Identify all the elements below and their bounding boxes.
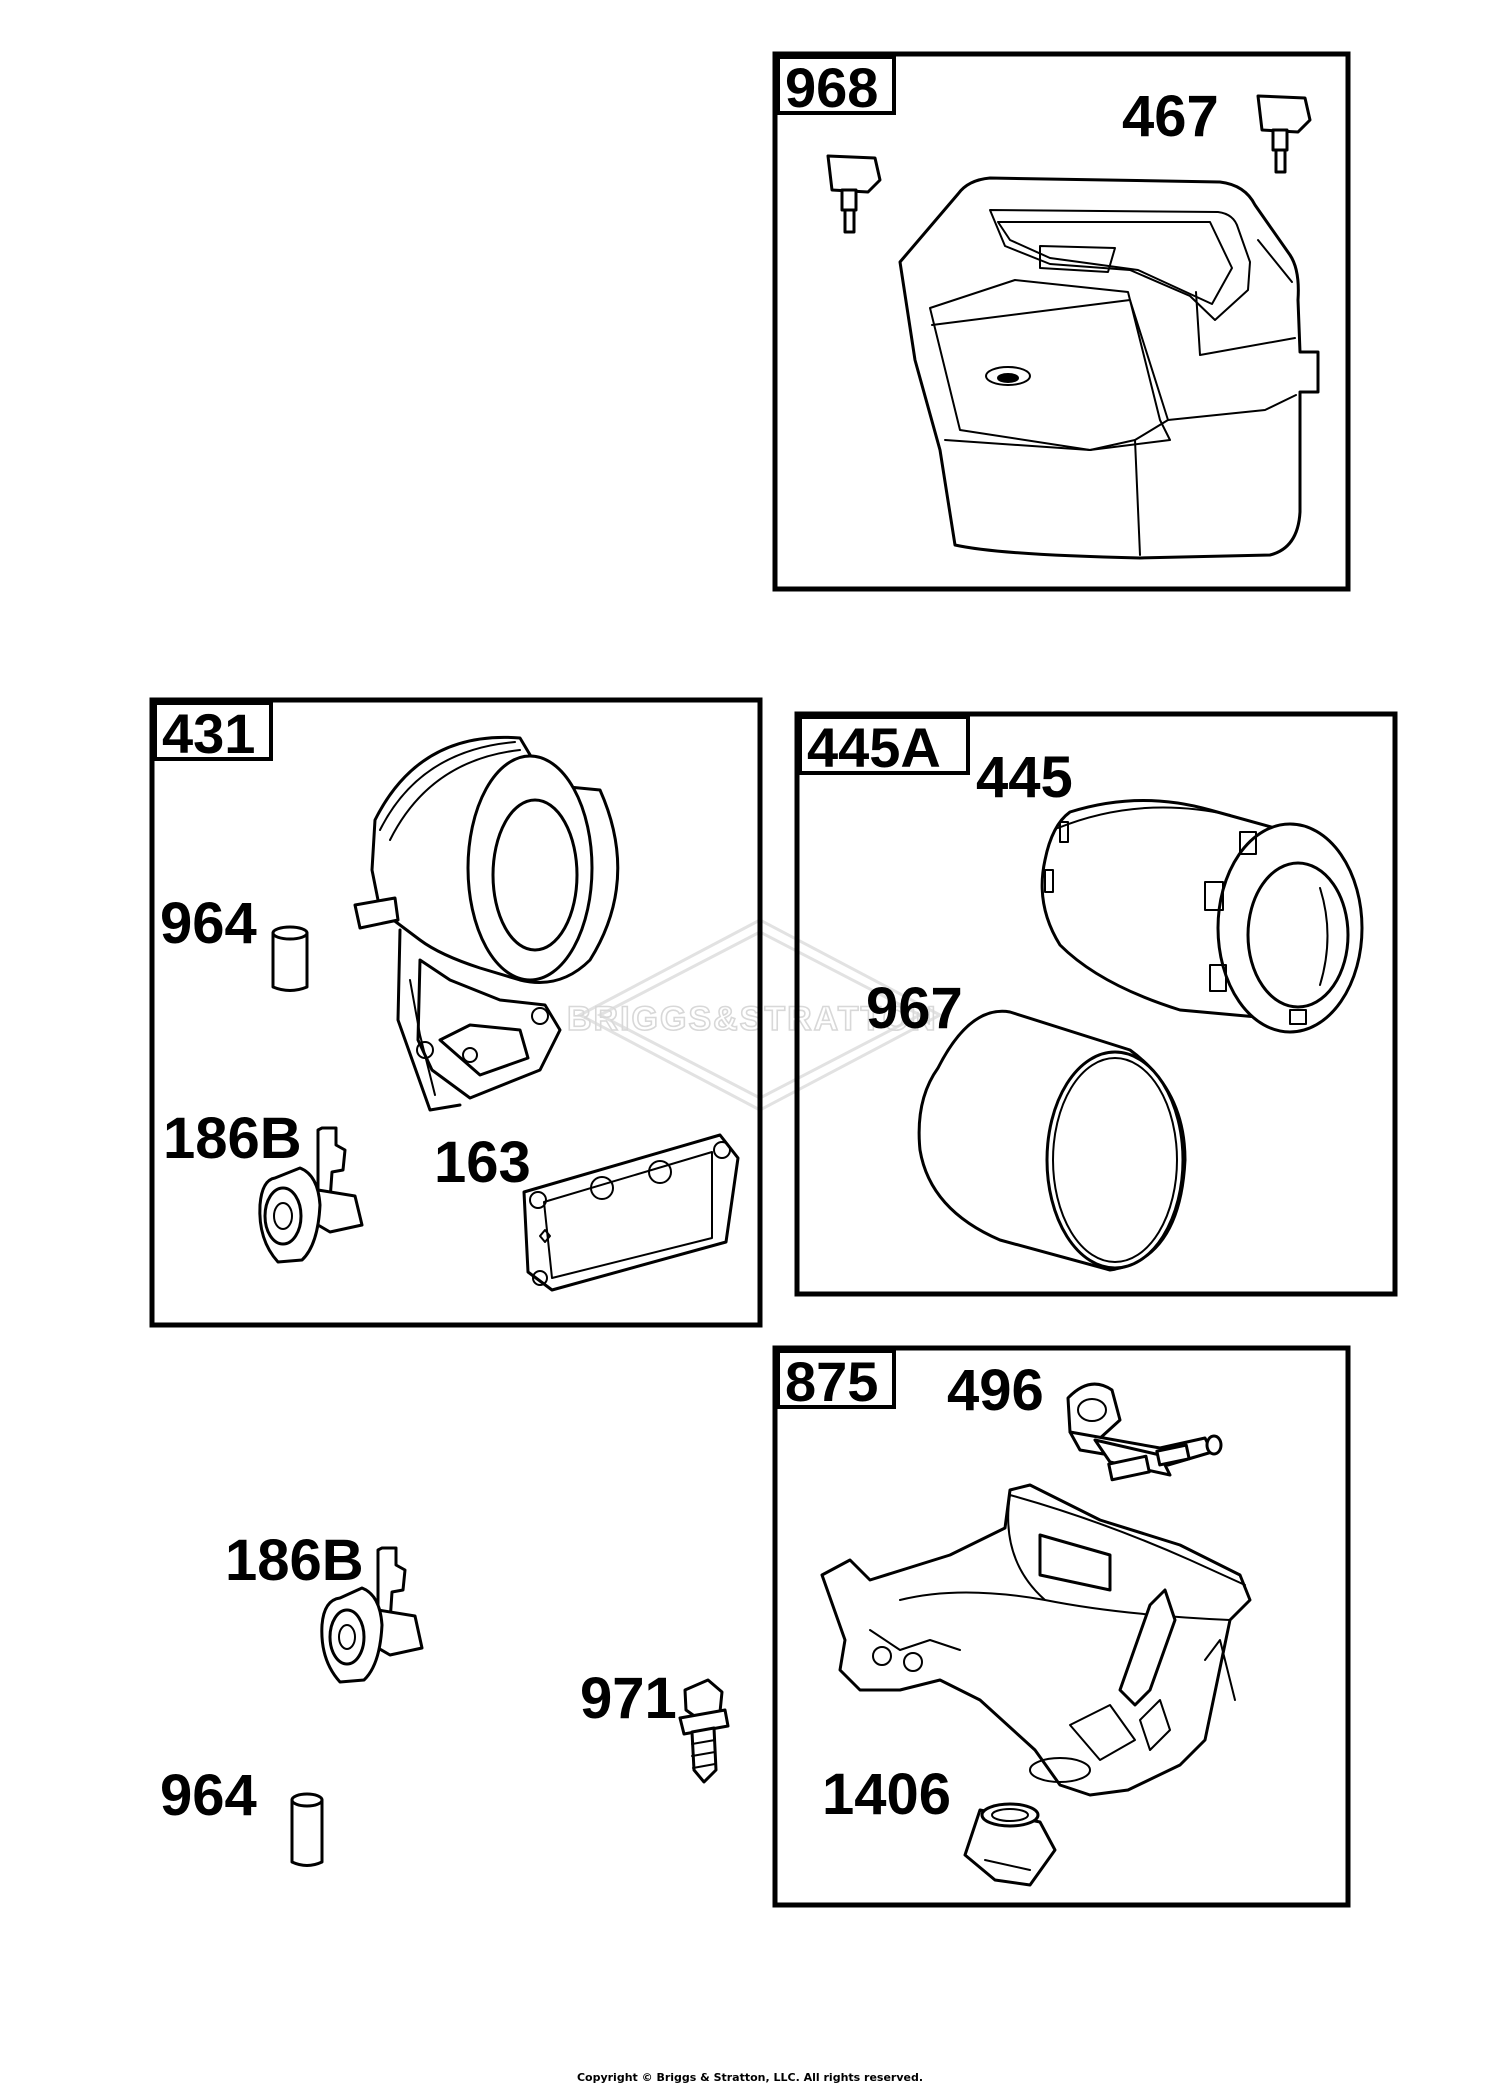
part-964-loose-label: 964 [160, 1763, 257, 1828]
group-968: 968 467 [772, 51, 1351, 592]
group-445a-box [794, 711, 1398, 1297]
copyright-notice: Copyright © Briggs & Stratton, LLC. All … [577, 2071, 923, 2084]
group-431-label: 431 [162, 702, 255, 765]
part-1406-label: 1406 [822, 1762, 951, 1827]
gasket-163 [522, 1133, 740, 1292]
group-431: 431 964 186B 163 [149, 697, 763, 1328]
air-cleaner-base [353, 735, 620, 1112]
group-431-tag-box [153, 701, 273, 761]
knob-467-left [826, 154, 882, 234]
part-971-label: 971 [580, 1666, 677, 1731]
group-968-tag-box [776, 55, 896, 115]
group-875: 875 496 1406 [772, 1345, 1351, 1908]
part-445-label: 445 [976, 745, 1073, 810]
part-186b-label: 186B [163, 1106, 302, 1171]
pre-cleaner-967 [917, 1009, 1187, 1272]
part-967-label: 967 [866, 976, 963, 1041]
group-431-box [149, 697, 763, 1328]
group-875-tag-box [776, 1349, 896, 1409]
part-467-label: 467 [1122, 84, 1219, 149]
bushing-964-loose [290, 1792, 324, 1867]
group-875-box [772, 1345, 1351, 1908]
group-445a: 445A 445 967 [794, 711, 1398, 1297]
part-964-label: 964 [160, 891, 257, 956]
breather-496 [1066, 1382, 1223, 1482]
adapter-1406 [963, 1802, 1057, 1887]
part-496-label: 496 [947, 1358, 1044, 1423]
group-445a-tag-box [798, 715, 970, 775]
loose-parts: 186B 971 964 [160, 1528, 730, 1867]
watermark-text: BRIGGS&STRATTON [567, 1000, 938, 1038]
group-968-box [772, 51, 1351, 592]
group-445a-label: 445A [807, 716, 941, 779]
group-968-label: 968 [785, 56, 878, 119]
air-cleaner-cover [898, 176, 1320, 560]
fitting-186b-loose [320, 1546, 424, 1684]
knob-467-right [1256, 94, 1312, 174]
bushing-964-top [271, 925, 309, 992]
fitting-186b-top [258, 1126, 364, 1264]
filter-cartridge-445 [1040, 798, 1364, 1034]
part-186b-loose-label: 186B [225, 1528, 364, 1593]
part-163-label: 163 [434, 1130, 531, 1195]
blower-housing-875 [820, 1483, 1252, 1797]
screw-971 [678, 1678, 730, 1784]
watermark: BRIGGS&STRATTON [566, 918, 944, 1112]
group-875-label: 875 [785, 1350, 878, 1413]
